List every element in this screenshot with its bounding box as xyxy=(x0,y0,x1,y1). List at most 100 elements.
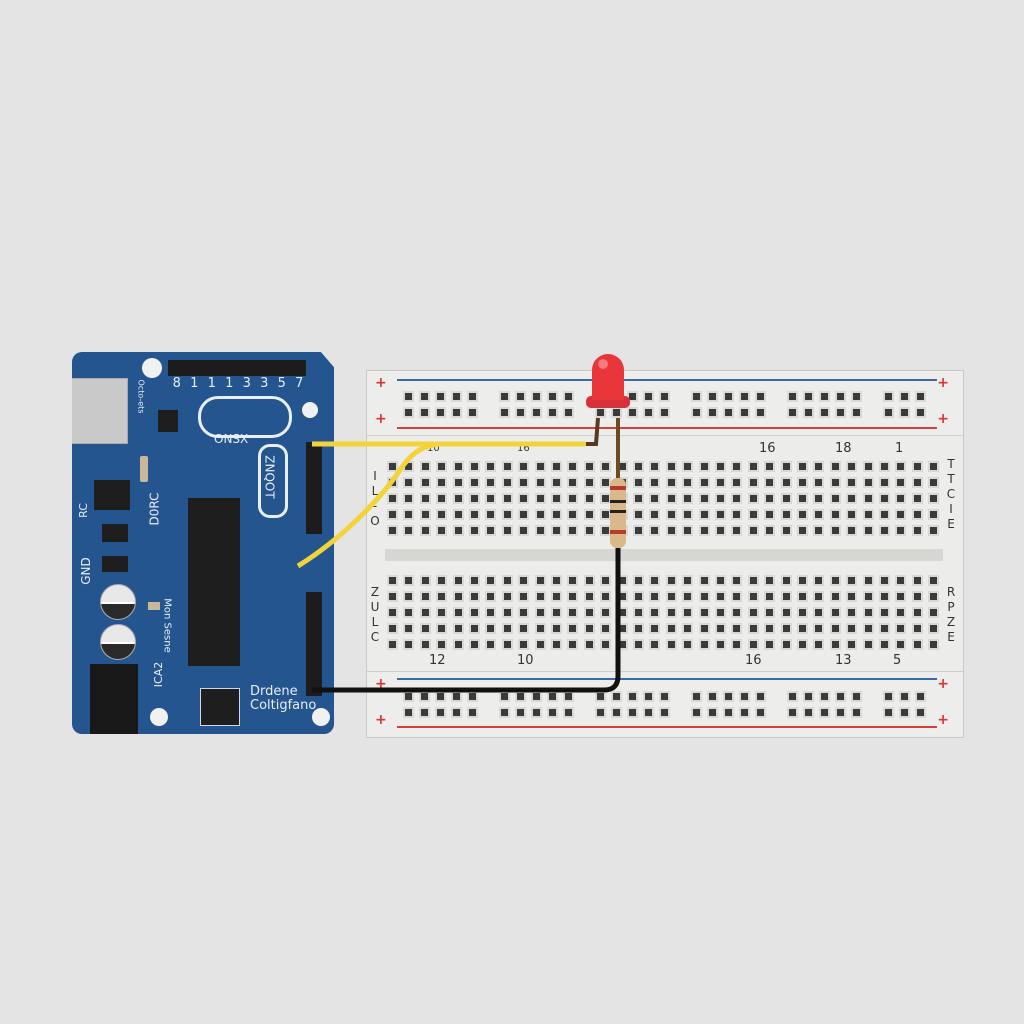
hole[interactable] xyxy=(864,625,872,632)
hole[interactable] xyxy=(503,609,511,616)
hole[interactable] xyxy=(389,463,396,470)
hole[interactable] xyxy=(782,463,790,470)
hole[interactable] xyxy=(517,393,524,400)
hole[interactable] xyxy=(421,409,428,416)
hole[interactable] xyxy=(717,609,724,616)
hole[interactable] xyxy=(667,609,675,616)
hole[interactable] xyxy=(733,511,741,518)
hole[interactable] xyxy=(569,527,577,534)
hole[interactable] xyxy=(881,609,888,616)
hole[interactable] xyxy=(930,593,938,600)
hole[interactable] xyxy=(549,693,556,700)
hole[interactable] xyxy=(569,463,577,470)
hole[interactable] xyxy=(503,479,511,486)
hole[interactable] xyxy=(853,693,860,700)
hole[interactable] xyxy=(501,393,508,400)
hole[interactable] xyxy=(651,641,659,648)
hole[interactable] xyxy=(684,577,692,584)
hole[interactable] xyxy=(881,463,888,470)
hole[interactable] xyxy=(635,495,642,502)
hole[interactable] xyxy=(438,495,446,502)
hole[interactable] xyxy=(536,625,544,632)
hole[interactable] xyxy=(454,479,462,486)
hole[interactable] xyxy=(848,577,856,584)
hole[interactable] xyxy=(553,479,560,486)
hole[interactable] xyxy=(799,577,806,584)
hole[interactable] xyxy=(897,593,905,600)
hole[interactable] xyxy=(853,709,860,716)
hole[interactable] xyxy=(469,693,476,700)
hole[interactable] xyxy=(864,511,872,518)
hole[interactable] xyxy=(389,577,396,584)
hole[interactable] xyxy=(520,495,528,502)
hole[interactable] xyxy=(864,495,872,502)
hole[interactable] xyxy=(815,593,823,600)
hole[interactable] xyxy=(881,593,888,600)
hole[interactable] xyxy=(438,609,446,616)
hole[interactable] xyxy=(799,463,806,470)
hole[interactable] xyxy=(693,393,700,400)
hole[interactable] xyxy=(553,593,560,600)
hole[interactable] xyxy=(717,593,724,600)
hole[interactable] xyxy=(917,409,924,416)
hole[interactable] xyxy=(569,511,577,518)
hole[interactable] xyxy=(700,463,708,470)
hole[interactable] xyxy=(782,641,790,648)
hole[interactable] xyxy=(553,641,560,648)
hole[interactable] xyxy=(438,641,446,648)
hole[interactable] xyxy=(897,641,905,648)
hole[interactable] xyxy=(766,463,774,470)
hole[interactable] xyxy=(766,609,774,616)
hole[interactable] xyxy=(821,693,828,700)
hole[interactable] xyxy=(930,495,938,502)
hole[interactable] xyxy=(709,693,716,700)
hole[interactable] xyxy=(913,495,921,502)
hole[interactable] xyxy=(799,495,806,502)
hole[interactable] xyxy=(469,709,476,716)
hole[interactable] xyxy=(667,625,675,632)
hole[interactable] xyxy=(913,479,921,486)
hole[interactable] xyxy=(569,495,577,502)
hole[interactable] xyxy=(815,511,823,518)
hole[interactable] xyxy=(805,393,812,400)
hole[interactable] xyxy=(438,463,446,470)
hole[interactable] xyxy=(389,495,396,502)
hole[interactable] xyxy=(897,625,905,632)
hole[interactable] xyxy=(454,511,462,518)
hole[interactable] xyxy=(602,641,610,648)
hole[interactable] xyxy=(602,511,610,518)
hole[interactable] xyxy=(667,479,675,486)
hole[interactable] xyxy=(881,527,888,534)
hole[interactable] xyxy=(700,511,708,518)
hole[interactable] xyxy=(733,463,741,470)
hole[interactable] xyxy=(487,641,495,648)
hole[interactable] xyxy=(645,693,652,700)
hole[interactable] xyxy=(805,709,812,716)
hole[interactable] xyxy=(469,393,476,400)
yellow-wire-2[interactable] xyxy=(296,441,441,569)
hole[interactable] xyxy=(864,463,872,470)
black-wire[interactable] xyxy=(312,548,621,693)
hole[interactable] xyxy=(717,625,724,632)
hole[interactable] xyxy=(815,641,823,648)
hole[interactable] xyxy=(602,593,610,600)
hole[interactable] xyxy=(725,409,732,416)
hole[interactable] xyxy=(536,479,544,486)
hole[interactable] xyxy=(389,609,396,616)
hole[interactable] xyxy=(917,709,924,716)
hole[interactable] xyxy=(471,495,478,502)
hole[interactable] xyxy=(821,409,828,416)
hole[interactable] xyxy=(536,495,544,502)
hole[interactable] xyxy=(438,577,446,584)
hole[interactable] xyxy=(553,527,560,534)
hole[interactable] xyxy=(853,393,860,400)
hole[interactable] xyxy=(421,625,429,632)
hole[interactable] xyxy=(831,495,839,502)
hole[interactable] xyxy=(613,709,620,716)
hole[interactable] xyxy=(782,593,790,600)
hole[interactable] xyxy=(454,641,462,648)
hole[interactable] xyxy=(487,625,495,632)
hole[interactable] xyxy=(661,709,668,716)
hole[interactable] xyxy=(471,511,478,518)
hole[interactable] xyxy=(733,495,741,502)
